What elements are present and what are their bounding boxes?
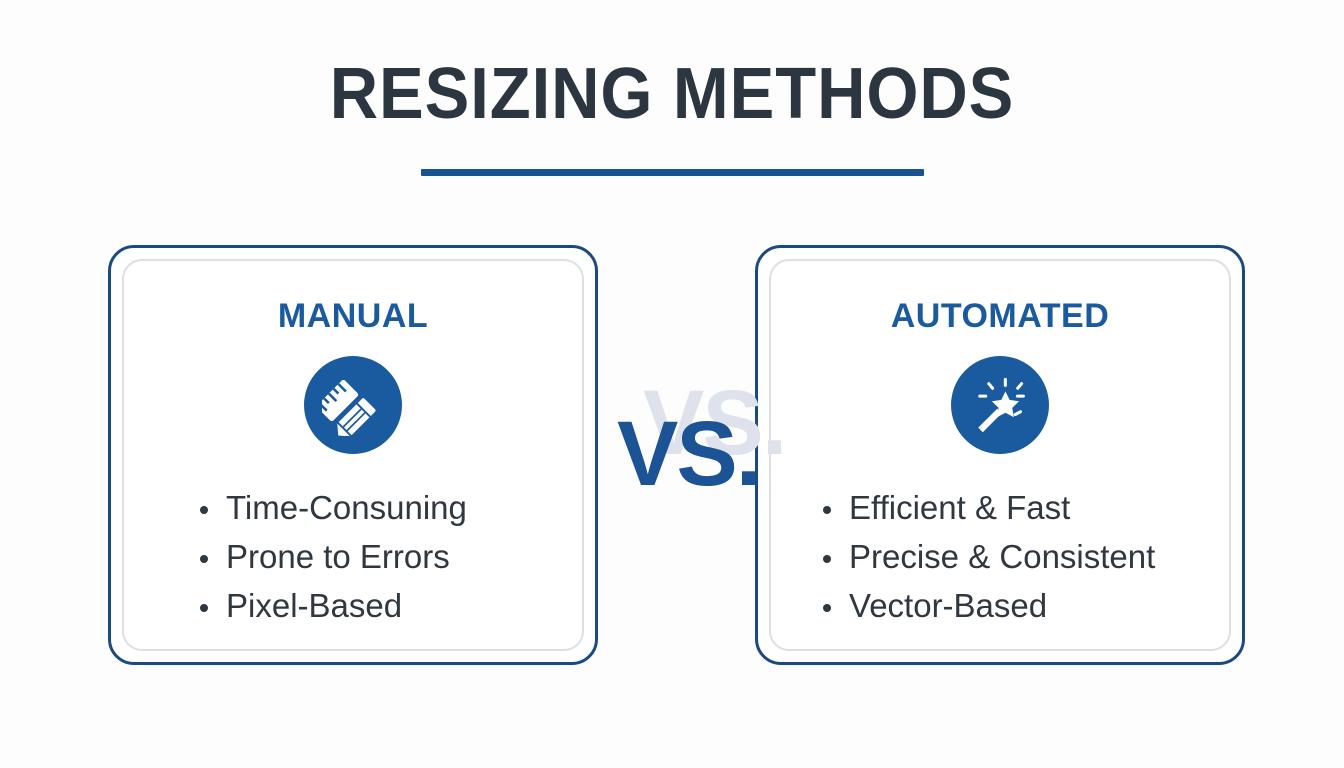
versus-badge: VS. VS. [605,377,787,510]
list-item: Prone to Errors [196,533,582,582]
list-item: Time-Consuning [196,484,582,533]
card-manual-bullet-list: Time-Consuning Prone to Errors Pixel-Bas… [124,484,582,630]
list-item: Precise & Consistent [819,533,1229,582]
versus-label-ghost: VS. [643,372,787,474]
card-automated-bullet-list: Efficient & Fast Precise & Consistent Ve… [771,484,1229,630]
title-block: RESIZING METHODS [0,58,1344,176]
comparison-cards-row: MANUAL [0,245,1344,667]
card-manual-inner-frame: MANUAL [122,259,584,651]
magic-wand-icon [951,356,1049,454]
list-item: Pixel-Based [196,582,582,631]
card-automated-inner-frame: AUTOMATED [769,259,1231,651]
card-automated-heading: AUTOMATED [890,297,1110,335]
list-item: Vector-Based [819,582,1229,631]
page-title: RESIZING METHODS [329,54,1015,134]
card-automated[interactable]: AUTOMATED [755,245,1245,665]
list-item: Efficient & Fast [819,484,1229,533]
versus-label: VS. [617,403,761,505]
card-manual-heading: MANUAL [277,297,429,335]
title-underline-rule [420,169,924,176]
card-manual[interactable]: MANUAL [108,245,598,665]
ruler-pencil-icon [304,356,402,454]
